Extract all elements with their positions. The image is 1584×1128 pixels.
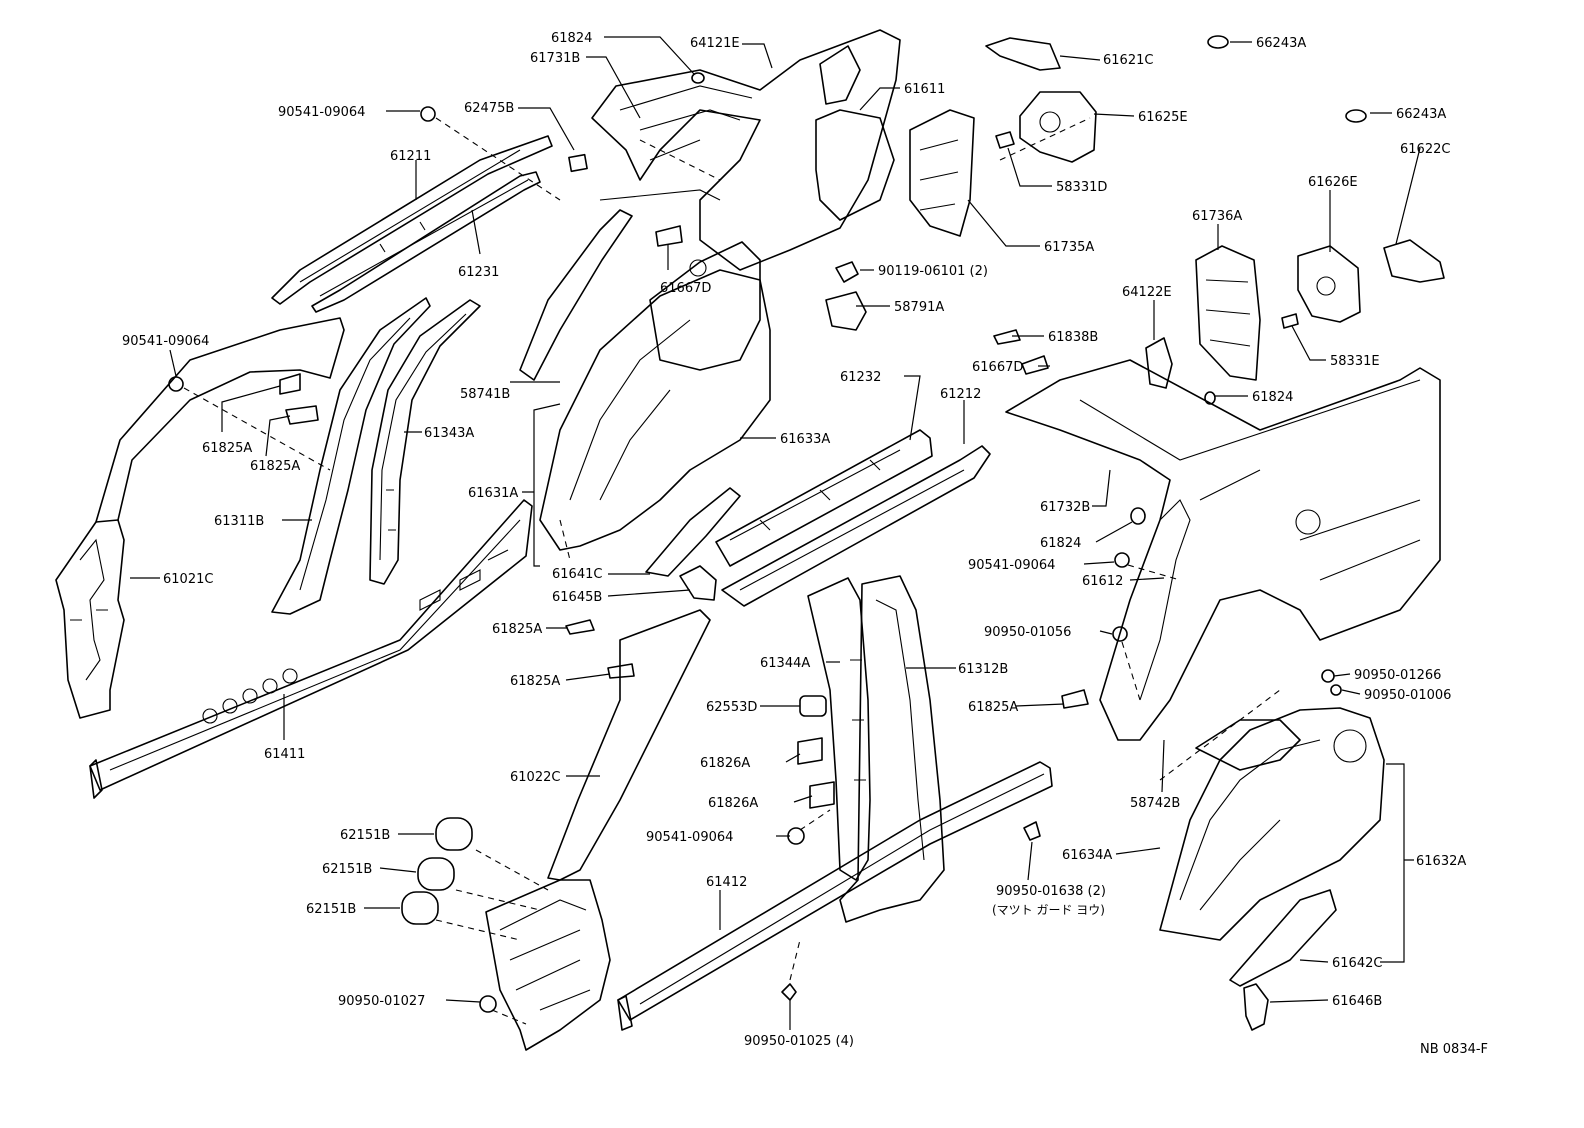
label-p55: 61826A — [708, 796, 758, 811]
center-pillar-outer-61022C — [485, 609, 711, 1051]
label-p27: 61622C — [1400, 142, 1450, 157]
front-pillar-61021C — [55, 317, 345, 719]
rocker-panel-61411 — [89, 499, 533, 799]
label-p20: 61645B — [552, 590, 602, 605]
label-p36: 61667D — [972, 360, 1023, 375]
label-p23: 66243A — [1256, 36, 1306, 51]
rocker-rear-61412 — [617, 761, 1053, 1031]
label-p62: 90950-01638 (2) — [996, 884, 1106, 899]
label-p14: 61825A — [250, 459, 300, 474]
label-p30: 90119-06101 (2) — [878, 264, 988, 279]
label-p61: 62151B — [322, 862, 372, 877]
label-p63: (マツト ガード ヨウ) — [992, 903, 1105, 917]
rear-upper-structure-61731B — [591, 29, 901, 271]
label-p68: 61646B — [1332, 994, 1382, 1009]
label-p4: 61611 — [904, 82, 945, 97]
rear-wheel-house-61634A — [1159, 707, 1385, 1031]
label-p64: 62151B — [306, 902, 356, 917]
label-p21: 61411 — [264, 747, 305, 762]
label-p25: 66243A — [1396, 107, 1446, 122]
label-p13: 61825A — [202, 441, 252, 456]
label-p60: 61632A — [1416, 854, 1466, 869]
wheel-house-inner-61631A — [519, 189, 771, 551]
dashed-guides — [183, 117, 1281, 1025]
label-p3: 61731B — [530, 51, 580, 66]
label-p52: 61825A — [968, 700, 1018, 715]
label-p7: 61211 — [390, 149, 431, 164]
label-p18: 61633A — [780, 432, 830, 447]
roof-side-rail-61211 — [271, 135, 553, 313]
label-p24: 61625E — [1138, 110, 1188, 125]
label-p40: 61732B — [1040, 500, 1090, 515]
label-p54: 61022C — [510, 770, 560, 785]
label-p46: 61825A — [510, 674, 560, 689]
label-p42: 90541-09064 — [968, 558, 1055, 573]
roof-rail-rear-61232-61212 — [715, 429, 991, 607]
label-p10: 90541-09064 — [122, 334, 209, 349]
label-p67: 90950-01027 — [338, 994, 425, 1009]
diagram-code: NB 0834-F — [1420, 1042, 1488, 1057]
label-p45: 61825A — [492, 622, 542, 637]
label-p31: 61736A — [1192, 209, 1242, 224]
label-p48: 61312B — [958, 662, 1008, 677]
label-p26: 58331D — [1056, 180, 1107, 195]
label-p66: 61642C — [1332, 956, 1382, 971]
label-p57: 62151B — [340, 828, 390, 843]
label-p35: 58331E — [1330, 354, 1380, 369]
labels: 61824 64121E 61731B 61611 90541-09064 62… — [122, 31, 1488, 1057]
label-p9: 61667D — [660, 281, 711, 296]
label-p50: 90950-01006 — [1364, 688, 1451, 703]
brackets-61641C-61645B — [645, 487, 741, 601]
label-p56: 58742B — [1130, 796, 1180, 811]
quarter-panel-61612 — [1005, 359, 1441, 741]
label-p33: 64122E — [1122, 285, 1172, 300]
label-p19: 61641C — [552, 567, 602, 582]
label-p59: 61634A — [1062, 848, 1112, 863]
label-p34: 61838B — [1048, 330, 1098, 345]
label-p44: 90950-01056 — [984, 625, 1071, 640]
label-p51: 62553D — [706, 700, 757, 715]
label-p41: 61824 — [1040, 536, 1081, 551]
label-p49: 90950-01266 — [1354, 668, 1441, 683]
label-p37: 61232 — [840, 370, 881, 385]
label-p15: 61311B — [214, 514, 264, 529]
label-p11: 58741B — [460, 387, 510, 402]
label-p2: 64121E — [690, 36, 740, 51]
small-fasteners — [168, 35, 1367, 1013]
label-p6: 62475B — [464, 101, 514, 116]
label-p38: 61824 — [1252, 390, 1293, 405]
label-p53: 61826A — [700, 756, 750, 771]
label-p65: 61412 — [706, 875, 747, 890]
center-pillar-inner-61344A-61312B — [807, 575, 945, 923]
label-p47: 61344A — [760, 656, 810, 671]
front-pillar-inner-61311B — [271, 297, 481, 615]
label-p1: 61824 — [551, 31, 592, 46]
label-p16: 61021C — [163, 572, 213, 587]
leader-lines — [130, 36, 1421, 1030]
label-p43: 61612 — [1082, 574, 1123, 589]
label-p58: 90541-09064 — [646, 830, 733, 845]
label-p69: 90950-01025 (4) — [744, 1034, 854, 1049]
label-p39: 61212 — [940, 387, 981, 402]
rear-pillar-parts-right — [909, 37, 1445, 389]
label-p29: 61626E — [1308, 175, 1358, 190]
label-p28: 61735A — [1044, 240, 1094, 255]
label-p32: 58791A — [894, 300, 944, 315]
label-p8: 61231 — [458, 265, 499, 280]
label-p5: 90541-09064 — [278, 105, 365, 120]
label-p17: 61631A — [468, 486, 518, 501]
label-p22: 61621C — [1103, 53, 1153, 68]
label-p12: 61343A — [424, 426, 474, 441]
